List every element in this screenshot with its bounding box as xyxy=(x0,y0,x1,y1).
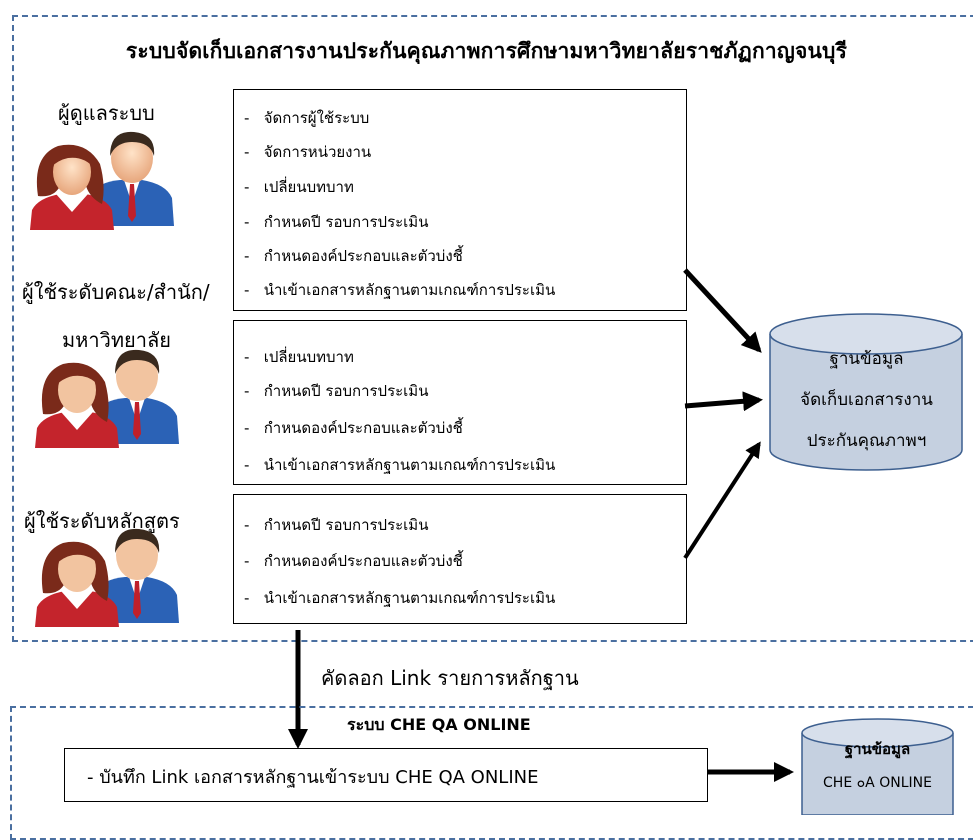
main-database-label-1: ฐานข้อมูล xyxy=(829,349,904,369)
che-database-label-2: CHE ๐A ONLINE xyxy=(823,775,932,791)
main-database-cylinder xyxy=(769,313,963,471)
admin-task: จัดการหน่วยงาน xyxy=(244,140,371,164)
role-label-faculty-line1: ผู้ใช้ระดับคณะ/สำนัก/ xyxy=(22,280,210,304)
main-database-label-2: จัดเก็บเอกสารงาน xyxy=(800,390,933,410)
connector-arrows xyxy=(288,268,794,782)
admin-task: นำเข้าเอกสารหลักฐานตามเกณฑ์การประเมิน xyxy=(244,278,556,302)
faculty-task: กำหนดปี รอบการประเมิน xyxy=(244,379,429,403)
program-users-icon xyxy=(35,528,179,627)
faculty-task: นำเข้าเอกสารหลักฐานตามเกณฑ์การประเมิน xyxy=(244,453,556,477)
diagram-title: ระบบจัดเก็บเอกสารงานประกันคุณภาพการศึกษา… xyxy=(125,39,848,63)
admin-users-icon xyxy=(30,131,174,230)
admin-task: เปลี่ยนบทบาท xyxy=(244,175,354,199)
main-system-frame xyxy=(12,15,973,642)
role-label-faculty-line2: มหาวิทยาลัย xyxy=(62,328,171,352)
main-database-label-3: ประกันคุณภาพฯ xyxy=(806,431,927,451)
program-task: กำหนดปี รอบการประเมิน xyxy=(244,513,429,537)
role-label-program: ผู้ใช้ระดับหลักสูตร xyxy=(24,509,180,533)
copy-link-caption: คัดลอก Link รายการหลักฐาน xyxy=(321,666,579,690)
program-task: กำหนดองค์ประกอบและตัวบ่งชี้ xyxy=(244,549,463,573)
program-tasks-box: กำหนดปี รอบการประเมิน กำหนดองค์ประกอบและ… xyxy=(233,494,687,624)
che-database-label-1: ฐานข้อมูล xyxy=(844,740,911,758)
admin-task: กำหนดปี รอบการประเมิน xyxy=(244,210,429,234)
admin-task: กำหนดองค์ประกอบและตัวบ่งชี้ xyxy=(244,244,463,268)
faculty-tasks-box: เปลี่ยนบทบาท กำหนดปี รอบการประเมิน กำหนด… xyxy=(233,320,687,485)
faculty-task: กำหนดองค์ประกอบและตัวบ่งชี้ xyxy=(244,416,463,440)
che-system-title: ระบบ CHE QA ONLINE xyxy=(347,715,531,734)
faculty-users-icon xyxy=(35,349,179,448)
che-record-box: - บันทึก Link เอกสารหลักฐานเข้าระบบ CHE … xyxy=(64,748,708,802)
admin-task: จัดการผู้ใช้ระบบ xyxy=(244,106,370,130)
role-label-admin: ผู้ดูแลระบบ xyxy=(58,101,155,125)
program-task: นำเข้าเอกสารหลักฐานตามเกณฑ์การประเมิน xyxy=(244,586,556,610)
che-database-cylinder xyxy=(801,718,954,815)
che-record-task: - บันทึก Link เอกสารหลักฐานเข้าระบบ CHE … xyxy=(87,767,539,788)
faculty-task: เปลี่ยนบทบาท xyxy=(244,345,354,369)
admin-tasks-box: จัดการผู้ใช้ระบบ จัดการหน่วยงาน เปลี่ยนบ… xyxy=(233,89,687,311)
